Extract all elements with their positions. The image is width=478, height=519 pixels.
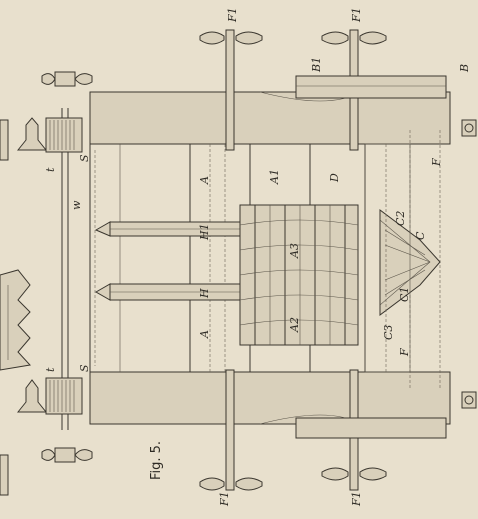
figure-caption: Fig. 5.	[149, 441, 164, 480]
label-C2: C2	[394, 211, 407, 226]
label-C3: C3	[382, 325, 395, 340]
spring-coil	[49, 120, 75, 150]
label-A: A	[198, 176, 211, 185]
top-screw-assembly	[16, 71, 93, 153]
label-F1: F1	[218, 491, 231, 507]
labels: A A A1 A2 A3 H1 H D C C1 C2 C3 F F F1 F1…	[44, 7, 471, 507]
label-B: B	[458, 64, 471, 73]
label-H1: H1	[198, 223, 211, 241]
label-C: C	[414, 231, 427, 240]
label-A2: A2	[288, 317, 301, 333]
label-F1: F1	[350, 491, 363, 507]
bearing-blocks	[461, 119, 477, 409]
spindle-H	[94, 283, 241, 301]
label-H: H	[198, 288, 211, 299]
base-plate	[364, 143, 411, 373]
label-A: A	[198, 330, 211, 339]
frame	[89, 91, 451, 425]
label-F1: F1	[350, 7, 363, 23]
label-w: w	[70, 200, 83, 210]
label-A1: A1	[268, 169, 281, 185]
label-C1: C1	[398, 287, 411, 302]
label-F: F	[398, 348, 411, 357]
label-S: S	[78, 364, 91, 372]
drive-pulley	[0, 119, 31, 496]
rack-B	[295, 417, 447, 439]
ribbed-roll	[239, 204, 359, 346]
label-t: t	[44, 167, 57, 172]
spindle-H1	[94, 221, 241, 237]
label-F1: F1	[226, 7, 239, 23]
label-t: t	[44, 367, 57, 372]
label-S: S	[78, 154, 91, 162]
main-shaft	[61, 108, 69, 430]
bottom-screw-assembly	[16, 377, 93, 463]
label-F-top: F	[430, 158, 443, 167]
rack-B1	[295, 75, 447, 99]
label-B1: B1	[310, 57, 323, 73]
label-A3: A3	[288, 243, 301, 259]
label-D: D	[328, 173, 341, 183]
